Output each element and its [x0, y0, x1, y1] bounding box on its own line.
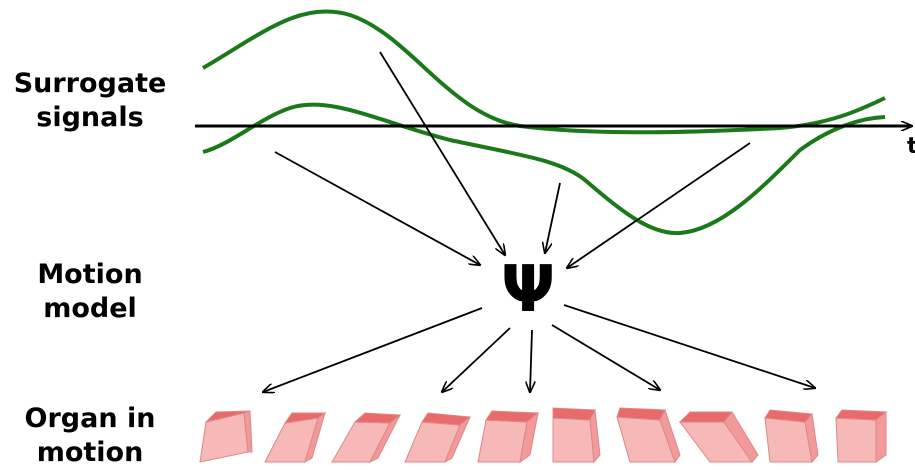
signal-curve-1 [201, 9, 886, 135]
arrow-signal-4 [567, 142, 751, 268]
organ-frame-2 [264, 411, 327, 464]
arrow-organ-5 [563, 304, 815, 388]
motion-label-line-1: Motion [37, 259, 143, 290]
organ-frame-8 [678, 411, 759, 463]
organ-frames [199, 407, 888, 464]
organ-label-line-1: Organ in [24, 403, 156, 434]
organ-frame-1 [199, 410, 253, 463]
organ-frame-4 [404, 412, 472, 464]
organ-frame-6 [552, 407, 601, 464]
arrow-signal-3 [545, 182, 561, 253]
arrow-organ-1 [263, 307, 483, 392]
arrow-organ-3 [530, 329, 532, 392]
arrow-signal-1 [274, 151, 480, 265]
organ-frame-9 [764, 409, 819, 464]
arrow-signal-2 [379, 51, 505, 255]
signal-curve-2 [202, 102, 886, 236]
surrogate-signals-label: Surrogate signals [0, 67, 180, 135]
arrow-organ-4 [551, 324, 660, 390]
organ-in-motion-label: Organ in motion [0, 402, 180, 470]
surrogate-label-line-1: Surrogate [13, 68, 167, 99]
organ-frame-7 [616, 407, 681, 464]
signal-to-model-arrows [274, 51, 751, 268]
surrogate-label-line-2: signals [36, 102, 144, 133]
organ-frame-3 [331, 412, 402, 464]
motion-model-symbol: Ψ [501, 253, 555, 327]
organ-label-line-2: motion [36, 437, 144, 468]
model-to-organ-arrows [263, 304, 815, 392]
motion-model-label: Motion model [0, 258, 180, 326]
organ-frame-10 [835, 409, 888, 463]
time-axis-label: t [907, 134, 915, 159]
organ-frame-5 [477, 410, 540, 464]
arrow-organ-2 [442, 327, 511, 392]
motion-label-line-2: model [43, 293, 137, 324]
